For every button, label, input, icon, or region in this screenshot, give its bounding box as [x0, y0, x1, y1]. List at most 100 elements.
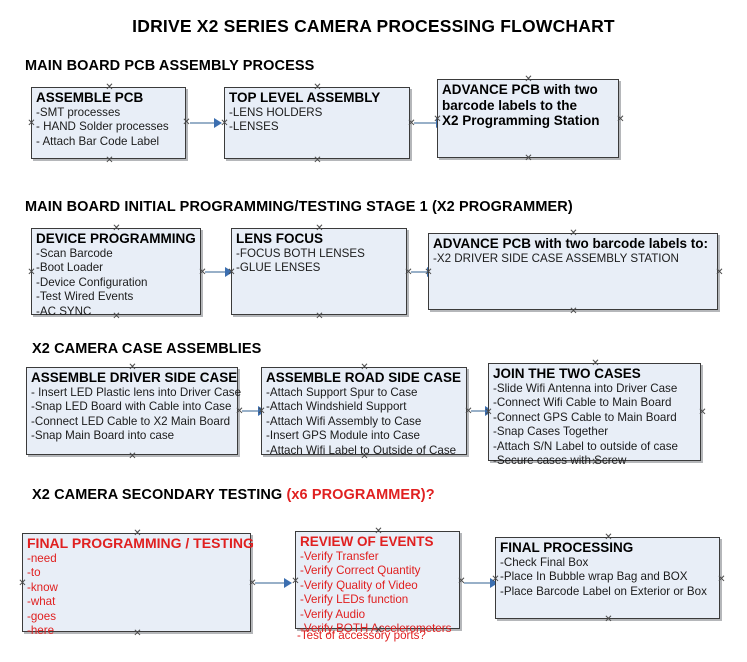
box-top-level-assembly[interactable]: TOP LEVEL ASSEMBLY -LENS HOLDERS -LENSES — [224, 87, 410, 159]
box-line: -Snap LED Board with Cable into Case — [31, 400, 232, 414]
box-assemble-road-side-case[interactable]: ASSEMBLE ROAD SIDE CASE -Attach Support … — [261, 367, 467, 457]
box-line: -Attach Wifi Label to Outside of Case — [266, 443, 457, 457]
box-header: ASSEMBLE PCB — [36, 90, 144, 105]
box-line: -Check Final Box — [500, 555, 589, 569]
box-line: -Verify Correct Quantity — [300, 564, 421, 578]
box-line: -Snap Cases Together — [493, 425, 609, 439]
box-line: -Snap Main Board into case — [31, 429, 175, 443]
x-handle-icon[interactable] — [616, 115, 625, 124]
section-title-main-board-pcb-assembly-process: MAIN BOARD PCB ASSEMBLY PROCESS — [25, 58, 314, 74]
section-title-text: X2 CAMERA CASE ASSEMBLIES — [32, 341, 262, 357]
box-line: -to — [27, 566, 41, 580]
connector-review-to-final-processing — [464, 582, 492, 584]
x-handle-icon[interactable] — [291, 577, 300, 586]
box-final-processing[interactable]: FINAL PROCESSING -Check Final Box -Place… — [495, 537, 720, 619]
x-handle-icon[interactable] — [313, 156, 322, 165]
arrow-right-icon — [284, 578, 292, 588]
box-line: -Verify Audio — [300, 607, 366, 621]
box-header: FINAL PROCESSING — [500, 540, 634, 555]
box-header: ADVANCE PCB with two — [442, 82, 598, 97]
box-header: ASSEMBLE ROAD SIDE CASE — [266, 370, 462, 385]
box-review-of-events[interactable]: REVIEW OF EVENTS -Verify Transfer -Verif… — [295, 531, 460, 635]
box-line: -Attach Windshield Support — [266, 400, 407, 414]
box-line: -SMT processes — [36, 105, 121, 119]
box-line: -AC SYNC — [36, 304, 92, 318]
x-handle-icon[interactable] — [604, 615, 613, 624]
box-device-programming[interactable]: DEVICE PROGRAMMING -Scan Barcode -Boot L… — [31, 228, 201, 318]
box-header-line3: X2 Programming Station — [442, 113, 600, 128]
connector-device-to-lens-focus — [205, 271, 227, 273]
box-line: -Connect GPS Cable to Main Board — [493, 410, 677, 424]
box-line: -X2 DRIVER SIDE CASE ASSEMBLY STATION — [433, 251, 679, 265]
box-header: ADVANCE PCB with two barcode labels to: — [433, 236, 709, 251]
box-line: -FOCUS BOTH LENSES — [236, 246, 365, 260]
box-line: -Device Configuration — [36, 275, 148, 289]
box-line: -Attach S/N Label to outside of case — [493, 439, 678, 453]
box-line: -LENS HOLDERS — [229, 105, 323, 119]
x-handle-icon[interactable] — [315, 312, 324, 321]
box-line: -know — [27, 580, 58, 594]
box-line: -LENSES — [229, 120, 279, 134]
box-line: -Verify BOTH Accelerometers — [300, 622, 452, 636]
section-title-main-board-initial-programming: MAIN BOARD INITIAL PROGRAMMING/TESTING S… — [25, 199, 573, 215]
connector-road-side-to-join — [471, 410, 487, 412]
box-line: -Slide Wifi Antenna into Driver Case — [493, 381, 678, 395]
box-header: FINAL PROGRAMMING / TESTING — [27, 535, 254, 551]
section-title-text: X2 CAMERA SECONDARY TESTING — [32, 487, 287, 503]
page-title: IDRIVE X2 SERIES CAMERA PROCESSING FLOWC… — [132, 16, 615, 36]
box-header: JOIN THE TWO CASES — [493, 366, 641, 381]
box-line: -Verify Quality of Video — [300, 578, 418, 592]
box-line: -Connect LED Cable to X2 Main Board — [31, 414, 231, 428]
box-header: ASSEMBLE DRIVER SIDE CASE — [31, 370, 238, 385]
x-handle-icon[interactable] — [18, 579, 27, 588]
connector-top-level-to-advance — [414, 122, 438, 124]
section-title-x2-camera-secondary-testing: X2 CAMERA SECONDARY TESTING (x6 PROGRAMM… — [32, 487, 435, 503]
x-handle-icon[interactable] — [27, 119, 36, 128]
arrow-right-icon — [490, 578, 498, 588]
x-handle-icon[interactable] — [27, 268, 36, 277]
box-line: -Connect Wifi Cable to Main Board — [493, 396, 672, 410]
box-advance-pcb-programming-station[interactable]: ADVANCE PCB with two barcode labels to t… — [437, 79, 619, 158]
x-handle-icon[interactable] — [715, 268, 724, 277]
box-header-line2: barcode labels to the — [442, 97, 578, 113]
x-handle-icon[interactable] — [698, 408, 707, 417]
x-handle-icon[interactable] — [128, 452, 137, 461]
box-header: DEVICE PROGRAMMING — [36, 231, 196, 246]
connector-lens-focus-to-advance — [411, 271, 429, 273]
box-header: TOP LEVEL ASSEMBLY — [229, 90, 381, 105]
connector-pcb-to-top-level — [190, 122, 216, 124]
box-final-programming-testing[interactable]: FINAL PROGRAMMING / TESTING -need -to -k… — [22, 533, 254, 637]
box-line: -here — [27, 624, 55, 638]
box-header: REVIEW OF EVENTS — [300, 534, 434, 549]
arrow-right-icon — [214, 118, 222, 128]
box-overflow-line-review-of-events: -Test of accessory ports? — [297, 629, 426, 642]
x-handle-icon[interactable] — [569, 307, 578, 316]
box-line: - Attach Bar Code Label — [36, 134, 160, 148]
box-advance-pcb-driver-side[interactable]: ADVANCE PCB with two barcode labels to: … — [428, 233, 718, 310]
box-assemble-driver-side-case[interactable]: ASSEMBLE DRIVER SIDE CASE - Insert LED P… — [26, 367, 241, 455]
box-line: -need — [27, 551, 57, 565]
connector-driver-to-road-side — [242, 410, 260, 412]
box-line: -Secure cases with Screw — [493, 454, 627, 468]
box-line: -Attach Support Spur to Case — [266, 385, 418, 399]
section-title-x2-camera-case-assemblies: X2 CAMERA CASE ASSEMBLIES — [32, 341, 261, 357]
box-line: -Place In Bubble wrap Bag and BOX — [500, 570, 688, 584]
box-line: -GLUE LENSES — [236, 261, 321, 275]
box-lens-focus[interactable]: LENS FOCUS -FOCUS BOTH LENSES -GLUE LENS… — [231, 228, 407, 315]
box-line: -Place Barcode Label on Exterior or Box — [500, 584, 707, 598]
box-line: -Verify LEDs function — [300, 593, 409, 607]
box-line: -Test Wired Events — [36, 290, 134, 304]
box-join-the-two-cases[interactable]: JOIN THE TWO CASES -Slide Wifi Antenna i… — [488, 363, 701, 467]
box-header: LENS FOCUS — [236, 231, 324, 246]
box-assemble-pcb[interactable]: ASSEMBLE PCB -SMT processes - HAND Solde… — [31, 87, 186, 159]
box-line: -Boot Loader — [36, 261, 104, 275]
section-title-text: MAIN BOARD INITIAL PROGRAMMING/TESTING S… — [25, 199, 573, 215]
x-handle-icon[interactable] — [105, 156, 114, 165]
arrow-right-icon — [225, 267, 233, 277]
x-handle-icon[interactable] — [717, 575, 726, 584]
box-line: -goes — [27, 609, 57, 623]
box-line: -Scan Barcode — [36, 246, 113, 260]
x-handle-icon[interactable] — [524, 154, 533, 163]
box-line: -Verify Transfer — [300, 549, 379, 563]
